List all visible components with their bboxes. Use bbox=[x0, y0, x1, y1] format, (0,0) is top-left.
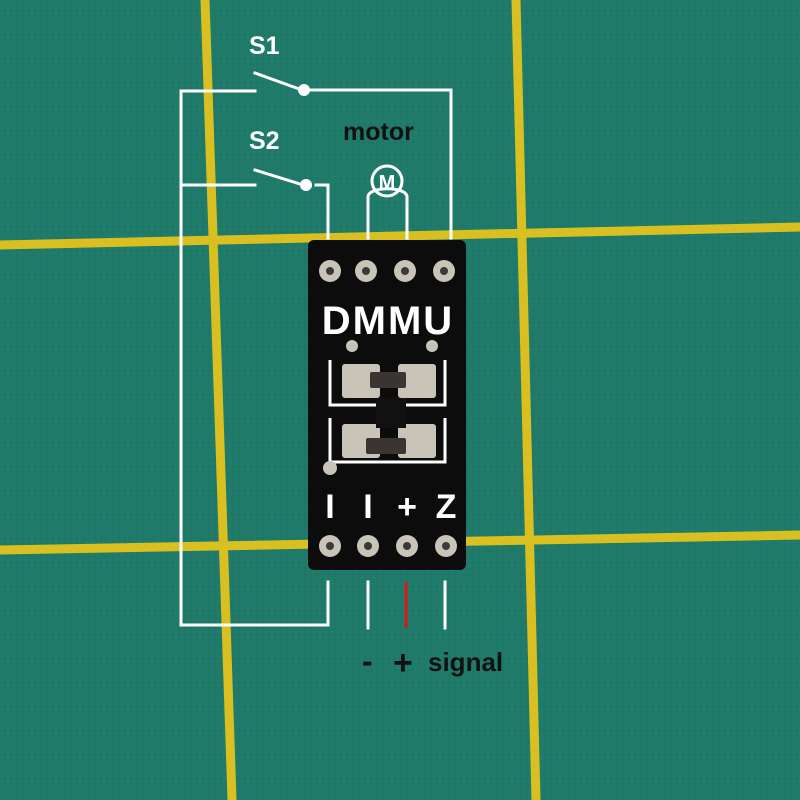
pad-hole bbox=[364, 542, 372, 550]
pad-hole bbox=[403, 542, 411, 550]
motor-symbol: M bbox=[370, 164, 404, 198]
wire-s2-right bbox=[314, 183, 330, 240]
pin-marks: I I + Z bbox=[325, 488, 456, 526]
label-s1: S1 bbox=[249, 32, 280, 60]
pcb-board: DMMU I I + Z bbox=[308, 240, 466, 570]
pin-mark-1: I bbox=[325, 488, 334, 526]
bottom-pads bbox=[319, 535, 457, 557]
motor-circle bbox=[370, 164, 404, 198]
label-signal: signal bbox=[428, 647, 503, 677]
label-plus: + bbox=[393, 644, 413, 682]
pad-hole bbox=[442, 542, 450, 550]
grid-line-horizontal-top bbox=[0, 222, 800, 250]
label-motor: motor bbox=[343, 118, 414, 146]
pad-hole bbox=[326, 267, 334, 275]
pad-hole bbox=[440, 267, 448, 275]
solder-pad bbox=[342, 364, 380, 398]
wire-s1-left bbox=[179, 89, 330, 627]
pin-mark-3: + bbox=[397, 488, 417, 526]
switch-s1-contact bbox=[298, 84, 310, 96]
pin-mark-2: I bbox=[363, 488, 372, 526]
solder-pad bbox=[398, 364, 436, 398]
via bbox=[323, 461, 337, 475]
smd-component bbox=[370, 372, 406, 388]
wiring bbox=[179, 71, 453, 630]
pad-hole bbox=[326, 542, 334, 550]
wire-s1-right bbox=[302, 88, 453, 240]
pad-hole bbox=[401, 267, 409, 275]
switch-s1-arm bbox=[253, 71, 304, 92]
board-silkscreen-text: DMMU bbox=[322, 299, 454, 343]
switch-s2-arm bbox=[253, 168, 302, 186]
via bbox=[346, 340, 358, 352]
label-s2: S2 bbox=[249, 127, 280, 155]
switch-s2-contact bbox=[300, 179, 312, 191]
grid-line-vertical-left bbox=[200, 0, 237, 800]
grid-line-vertical-right bbox=[511, 0, 541, 800]
top-pads bbox=[319, 260, 455, 282]
smd-component bbox=[366, 438, 406, 454]
motor-loop bbox=[366, 187, 409, 199]
pin-mark-4: Z bbox=[436, 488, 457, 526]
label-minus: - bbox=[362, 643, 373, 679]
chip-body bbox=[376, 398, 406, 428]
pad-hole bbox=[362, 267, 370, 275]
solder-pad bbox=[398, 424, 436, 458]
motor-symbol-letter: M bbox=[379, 172, 396, 194]
via bbox=[426, 340, 438, 352]
